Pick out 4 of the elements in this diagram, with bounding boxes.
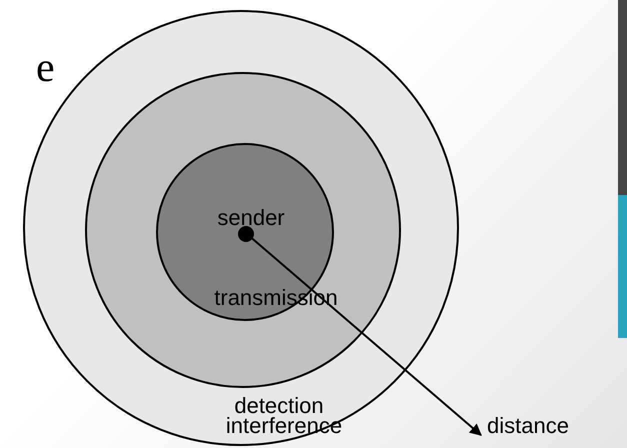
partial-text: e	[36, 46, 55, 90]
zone-label: detection	[234, 394, 324, 418]
zone-label: sender	[217, 206, 285, 230]
zone-label: distance	[487, 414, 569, 438]
